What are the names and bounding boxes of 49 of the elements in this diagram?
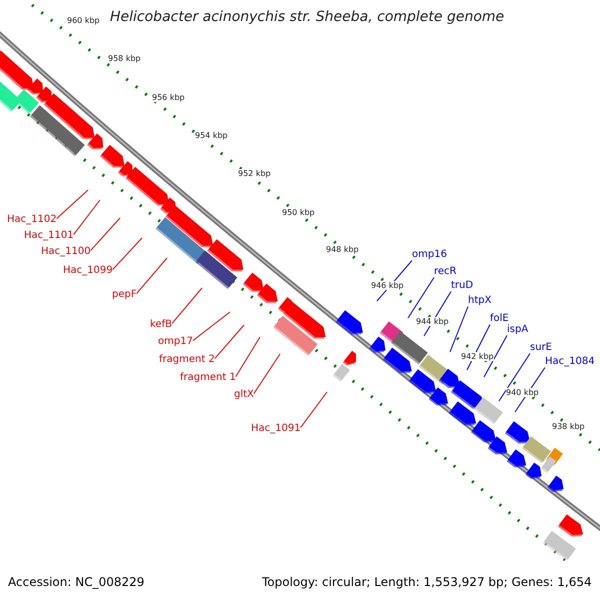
scale-label: 942 kbp (461, 352, 494, 362)
gene-label: omp16 (412, 249, 447, 260)
gene-label: Hac_1084 (545, 356, 595, 368)
gene-label: recR (434, 266, 456, 278)
gene-label: Hac_1099 (63, 265, 113, 276)
leader-line (112, 238, 142, 270)
scale-label: 954 kbp (195, 131, 228, 140)
scale-label: 952 kbp (238, 169, 271, 178)
leader-line (73, 200, 100, 236)
leader-line (408, 277, 434, 318)
gene-label: omp17 (158, 336, 193, 348)
footer-text: Accession: NC_008229 (8, 576, 144, 590)
gene-label: folE (490, 313, 509, 324)
map-title: Helicobacter acinonychis str. Sheeba, complete genome (110, 9, 504, 26)
scale-label: 956 kbp (152, 93, 185, 102)
scale-label: 944 kbp (416, 317, 449, 326)
gene-label: fragment 2 (159, 354, 215, 366)
leader-line (90, 218, 120, 252)
leader-line (214, 324, 244, 360)
scale-label: 950 kbp (282, 208, 315, 218)
scale-label: 938 kbp (552, 422, 585, 432)
leader-line (192, 312, 230, 342)
scale-label: 960 kbp (67, 16, 100, 26)
leader-line (253, 354, 280, 394)
scale-label: 948 kbp (326, 245, 359, 254)
gene-label: fragment 1 (180, 372, 236, 384)
gene-label: Hac_1101 (24, 230, 74, 242)
leader-line (56, 190, 88, 220)
leader-line (300, 392, 328, 428)
leader-line (235, 336, 260, 378)
scale-label: 946 kbp (371, 281, 404, 290)
gene-label: pepF (112, 289, 137, 300)
gene-label: Hac_1102 (7, 214, 57, 226)
gene-label: kefB (150, 319, 172, 330)
leader-line (450, 306, 468, 352)
scale-label: 940 kbp (506, 388, 539, 398)
leader-line (171, 288, 202, 324)
gene-label: ispA (507, 324, 528, 336)
gene-label: Hac_1100 (41, 246, 91, 258)
footer-text: Topology: circular; Length: 1,553,927 bp; Genes: 1,654 (262, 576, 592, 590)
gene-label: truD (451, 280, 474, 292)
gene-label: surE (530, 342, 552, 354)
leader-line (484, 335, 508, 378)
gene-label: gltX (234, 389, 254, 400)
leader-line (136, 258, 168, 294)
leader-line (498, 353, 530, 402)
scale-label: 958 kbp (108, 54, 141, 64)
gene-label: Hac_1091 (251, 423, 301, 434)
gene-label: htpX (468, 295, 492, 306)
